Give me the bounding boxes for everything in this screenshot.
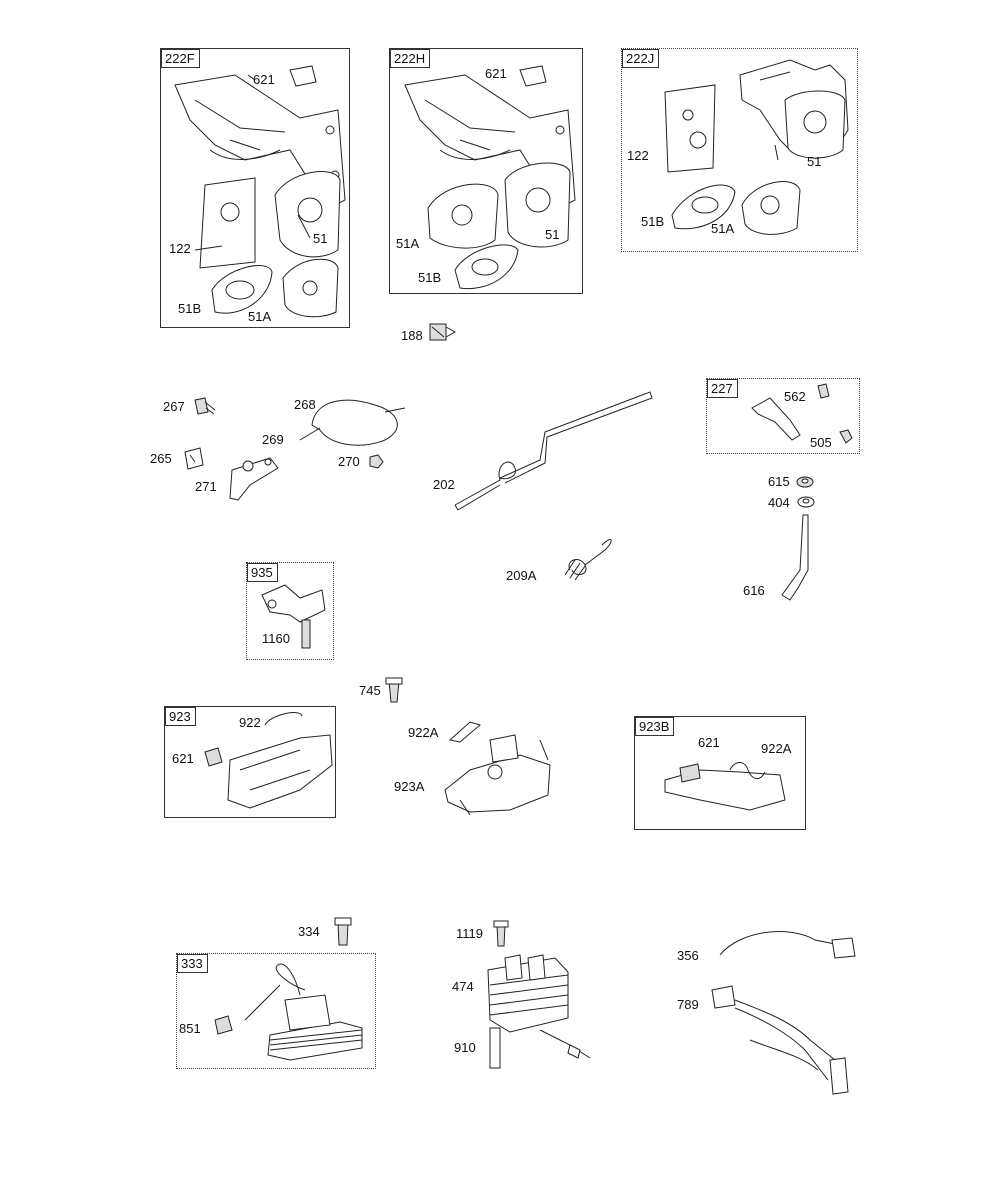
group-box-222h: 222H	[389, 48, 583, 294]
part-label-202: 202	[433, 477, 455, 492]
part-label-270: 270	[338, 454, 360, 469]
part-label-621: 621	[253, 72, 275, 87]
part-label-1160: 1160	[262, 631, 290, 646]
part-label-267: 267	[163, 399, 185, 414]
part-label-621: 621	[485, 66, 507, 81]
part-label-910: 910	[454, 1040, 476, 1055]
part-label-51: 51	[313, 231, 328, 246]
part-label-51a: 51A	[711, 221, 735, 236]
part-label-271: 271	[195, 479, 217, 494]
part-label-851: 851	[179, 1021, 201, 1036]
bolt-1119-drawing	[493, 920, 509, 947]
part-label-474: 474	[452, 979, 474, 994]
group-box-333: 333	[176, 953, 376, 1069]
group-label-923: 923	[165, 707, 196, 726]
part-label-209a: 209A	[506, 568, 537, 583]
part-label-334: 334	[298, 924, 320, 939]
part-label-188: 188	[401, 328, 423, 343]
part-label-51a: 51A	[396, 236, 420, 251]
group-label-333: 333	[177, 954, 208, 973]
part-label-1119: 1119	[456, 926, 483, 941]
part-label-356: 356	[677, 948, 699, 963]
coil-333-drawing	[214, 963, 363, 1061]
bracket-935-drawing	[261, 584, 326, 649]
bolt-745-drawing	[385, 677, 403, 703]
part-label-51b: 51B	[418, 270, 442, 285]
part-label-922: 922	[239, 715, 261, 730]
part-label-265: 265	[150, 451, 172, 466]
part-label-122: 122	[627, 148, 649, 163]
spring-209a-drawing	[564, 539, 612, 581]
group-box-923: 923	[164, 706, 336, 818]
part-label-616: 616	[743, 583, 765, 598]
bracket-222j-drawing	[664, 59, 849, 235]
lever-227-drawing	[751, 383, 853, 444]
group-label-227: 227	[707, 379, 738, 398]
part-label-745: 745	[359, 683, 381, 698]
spacer-910-drawing	[489, 1027, 501, 1069]
group-label-935: 935	[247, 563, 278, 582]
cable-268-drawing	[299, 399, 406, 446]
assembly-923a-drawing	[444, 721, 551, 816]
bolt-188-drawing	[429, 323, 457, 341]
group-box-227: 227	[706, 378, 860, 454]
part-label-922a: 922A	[408, 725, 439, 740]
armature-474-drawing	[487, 954, 591, 1059]
part-label-621: 621	[172, 751, 194, 766]
group-label-222f: 222F	[161, 49, 200, 68]
group-label-923b: 923B	[635, 717, 675, 736]
washer-404-drawing	[797, 496, 815, 508]
group-box-923b: 923B	[634, 716, 806, 830]
assembly-923-drawing	[204, 712, 333, 809]
nut-270-drawing	[369, 454, 384, 469]
harness-789-drawing	[711, 985, 849, 1095]
part-label-789: 789	[677, 997, 699, 1012]
assembly-923b-drawing	[664, 762, 786, 811]
part-label-51: 51	[545, 227, 560, 242]
bolt-334-drawing	[334, 917, 352, 946]
bolt-267-drawing	[194, 397, 216, 415]
group-box-222j: 222J	[621, 48, 858, 252]
group-box-222f: 222F	[160, 48, 350, 328]
washer-615-drawing	[796, 476, 814, 488]
wire-356-drawing	[719, 931, 856, 959]
part-label-269: 269	[262, 432, 284, 447]
part-label-404: 404	[768, 495, 790, 510]
part-label-615: 615	[768, 474, 790, 489]
shaft-616-drawing	[781, 514, 809, 601]
lever-271-drawing	[229, 457, 279, 501]
part-label-923a: 923A	[394, 779, 425, 794]
part-label-562: 562	[784, 389, 806, 404]
group-label-222j: 222J	[622, 49, 660, 68]
part-label-51b: 51B	[178, 301, 202, 316]
bracket-222h-drawing	[404, 65, 576, 290]
block-265-drawing	[184, 447, 204, 470]
part-label-122: 122	[169, 241, 191, 256]
bracket-222f-drawing	[174, 65, 346, 318]
part-label-621: 621	[698, 735, 720, 750]
part-label-505: 505	[810, 435, 832, 450]
part-label-51: 51	[807, 154, 822, 169]
group-label-222h: 222H	[390, 49, 431, 68]
part-label-51b: 51B	[641, 214, 665, 229]
part-label-922a: 922A	[761, 741, 792, 756]
part-label-268: 268	[294, 397, 316, 412]
rod-202-drawing	[454, 391, 653, 511]
part-label-51a: 51A	[248, 309, 272, 324]
group-box-935: 935	[246, 562, 334, 660]
